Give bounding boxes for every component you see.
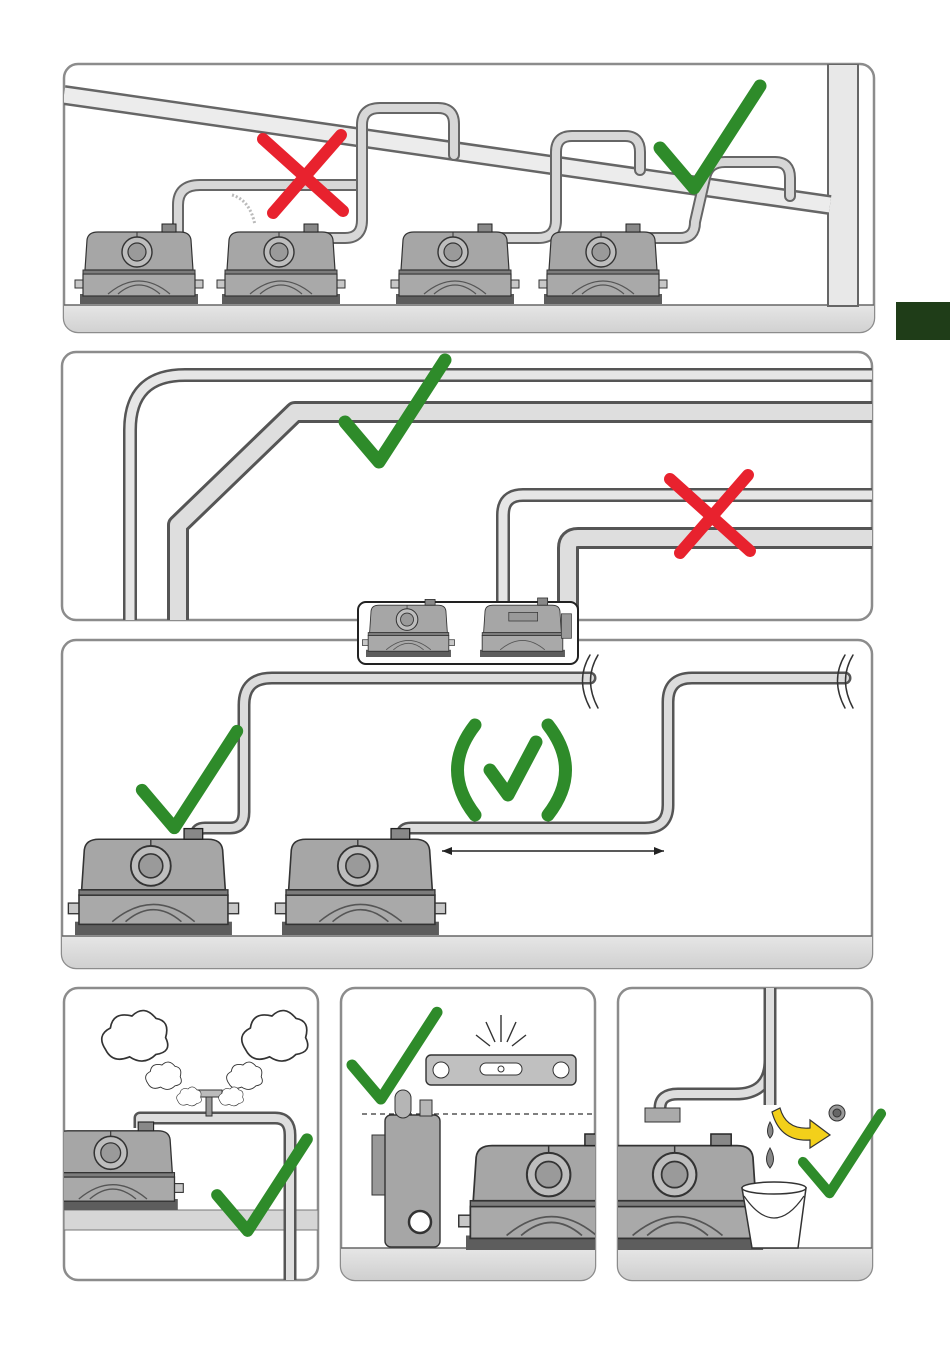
pump-orientation-inset bbox=[358, 598, 578, 664]
pump-unit bbox=[75, 224, 203, 304]
drain-plug-icon bbox=[829, 1105, 845, 1121]
chapter-tab bbox=[896, 302, 950, 340]
panel-pipe-bend-radius bbox=[62, 352, 872, 620]
panel-horizontal-run-length bbox=[62, 640, 872, 970]
pump-unit bbox=[459, 1134, 645, 1250]
panel-drain-valve bbox=[585, 988, 881, 1280]
pump-unit bbox=[275, 829, 445, 935]
panel-pipe-routing-gradient bbox=[64, 64, 874, 335]
panel-ventilation bbox=[43, 988, 319, 1280]
pump-unit bbox=[539, 224, 667, 304]
pump-unit bbox=[217, 224, 345, 304]
pump-unit bbox=[68, 829, 238, 935]
panel-level-installation bbox=[341, 988, 644, 1280]
bucket-icon bbox=[742, 1182, 806, 1248]
pump-unit bbox=[391, 224, 519, 304]
